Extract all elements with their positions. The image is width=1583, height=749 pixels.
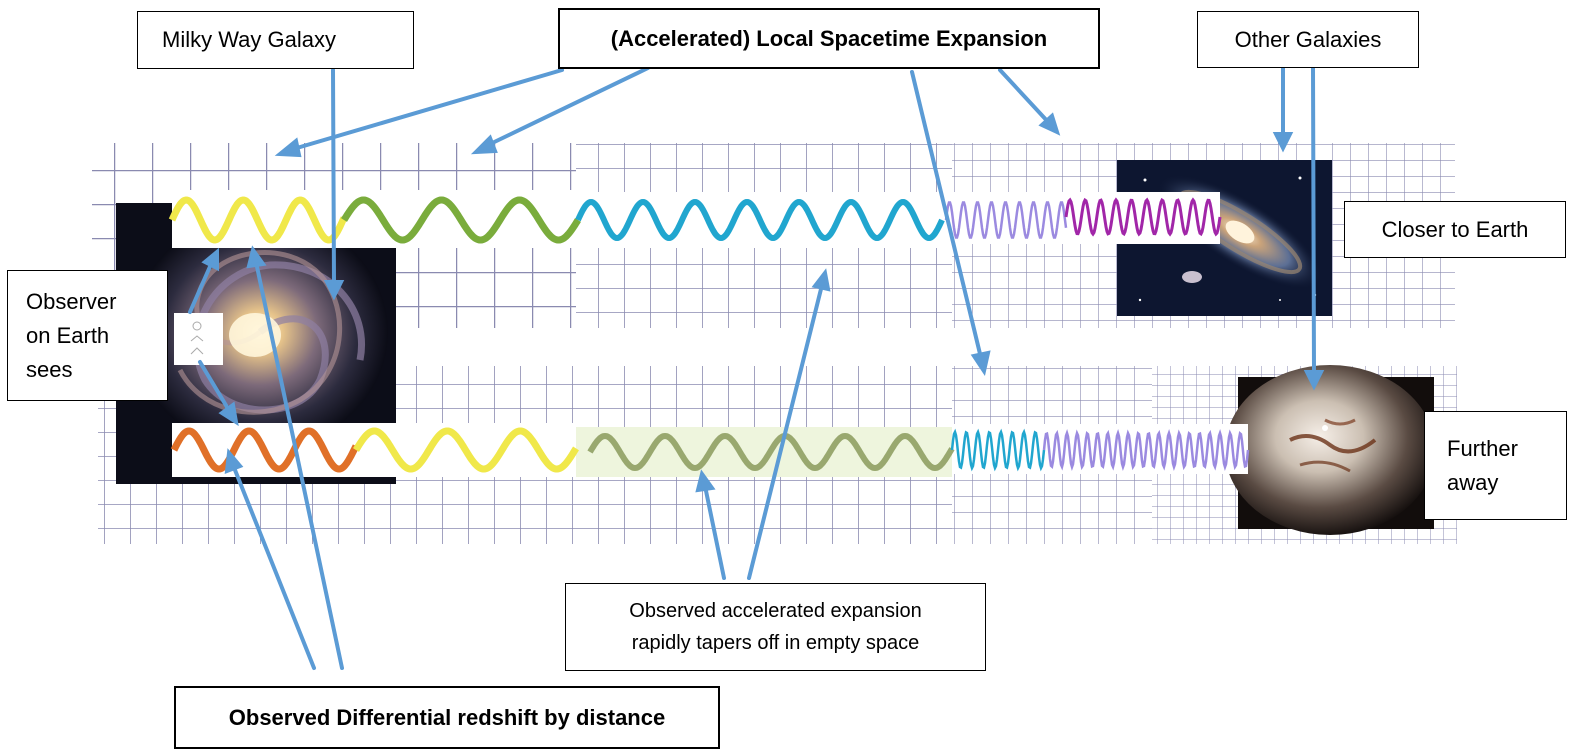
closer-to-earth-label: Closer to Earth bbox=[1344, 201, 1566, 258]
arrow-diff-1 bbox=[231, 463, 316, 670]
arrow-tapers-2 bbox=[747, 283, 824, 580]
arrow-expansion-to-left2 bbox=[484, 66, 650, 148]
arrow-expansion-to-left bbox=[288, 68, 564, 152]
wave-top-green bbox=[341, 196, 581, 244]
wave-strip-top bbox=[168, 190, 1222, 248]
wave-top-cyan bbox=[575, 198, 945, 242]
wave-top-lavender bbox=[944, 201, 1068, 239]
arrow-expansion-down bbox=[910, 70, 983, 360]
arrows bbox=[188, 66, 1325, 670]
stick-figure-icon bbox=[174, 313, 223, 365]
wave-bottom-olive bbox=[587, 432, 955, 472]
observer-label: Observer on Earth sees bbox=[7, 270, 168, 401]
arrow-other-galaxies-bottom bbox=[1311, 66, 1316, 376]
elliptical-galaxy-image bbox=[1225, 365, 1435, 535]
arrow-observer-up bbox=[188, 260, 214, 314]
wave-top-purple bbox=[1064, 197, 1222, 237]
arrow-expansion-right bbox=[998, 68, 1052, 126]
arrow-milky-way bbox=[331, 68, 336, 286]
further-away-label: Further away bbox=[1424, 411, 1567, 520]
wave-top-yellow bbox=[168, 196, 348, 244]
local-expansion-label: (Accelerated) Local Spacetime Expansion bbox=[558, 8, 1100, 69]
differential-redshift-label: Observed Differential redshift by distan… bbox=[174, 686, 720, 749]
milky-way-label: Milky Way Galaxy bbox=[137, 11, 414, 69]
wave-bottom-yellow bbox=[353, 427, 579, 473]
wave-strip-bottom bbox=[170, 423, 1250, 477]
tapers-off-label: Observed accelerated expansion rapidly t… bbox=[565, 583, 986, 671]
arrow-tapers-1 bbox=[703, 484, 726, 580]
arrow-diff-2 bbox=[254, 260, 344, 670]
other-galaxies-label: Other Galaxies bbox=[1197, 11, 1419, 68]
wave-bottom-cyan bbox=[950, 428, 1046, 472]
arrow-observer-down bbox=[198, 360, 232, 414]
wave-bottom-orange bbox=[170, 427, 360, 473]
wave-bottom-lavender bbox=[1042, 428, 1250, 472]
